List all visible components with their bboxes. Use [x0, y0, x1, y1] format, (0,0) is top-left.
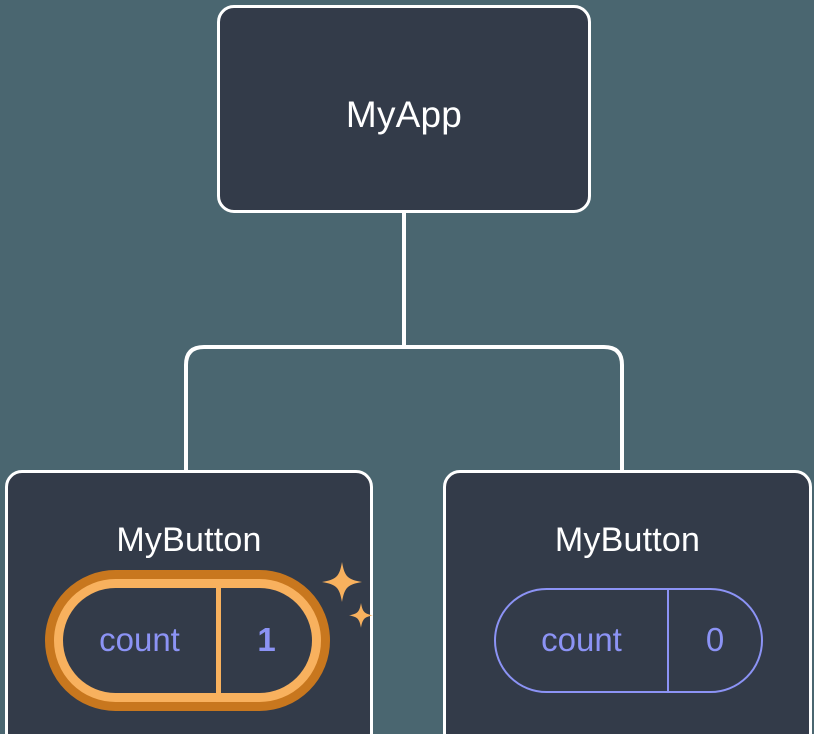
state-value-label: 1	[216, 588, 312, 693]
state-key-label: count	[99, 620, 180, 658]
node-myapp-title: MyApp	[345, 94, 463, 135]
node-mybutton-left-title: MyButton	[116, 521, 262, 559]
state-key-label: count	[541, 620, 622, 658]
state-pill-count-left[interactable]: count 1	[45, 570, 330, 711]
state-pill-inner: count 1	[63, 588, 312, 693]
node-mybutton-right-title: MyButton	[554, 521, 701, 559]
state-value-label: 0	[667, 590, 761, 691]
node-myapp[interactable]: MyApp	[217, 5, 591, 213]
connector-branch-bus	[184, 345, 624, 472]
state-pill-count-right[interactable]: count 0	[494, 588, 763, 693]
